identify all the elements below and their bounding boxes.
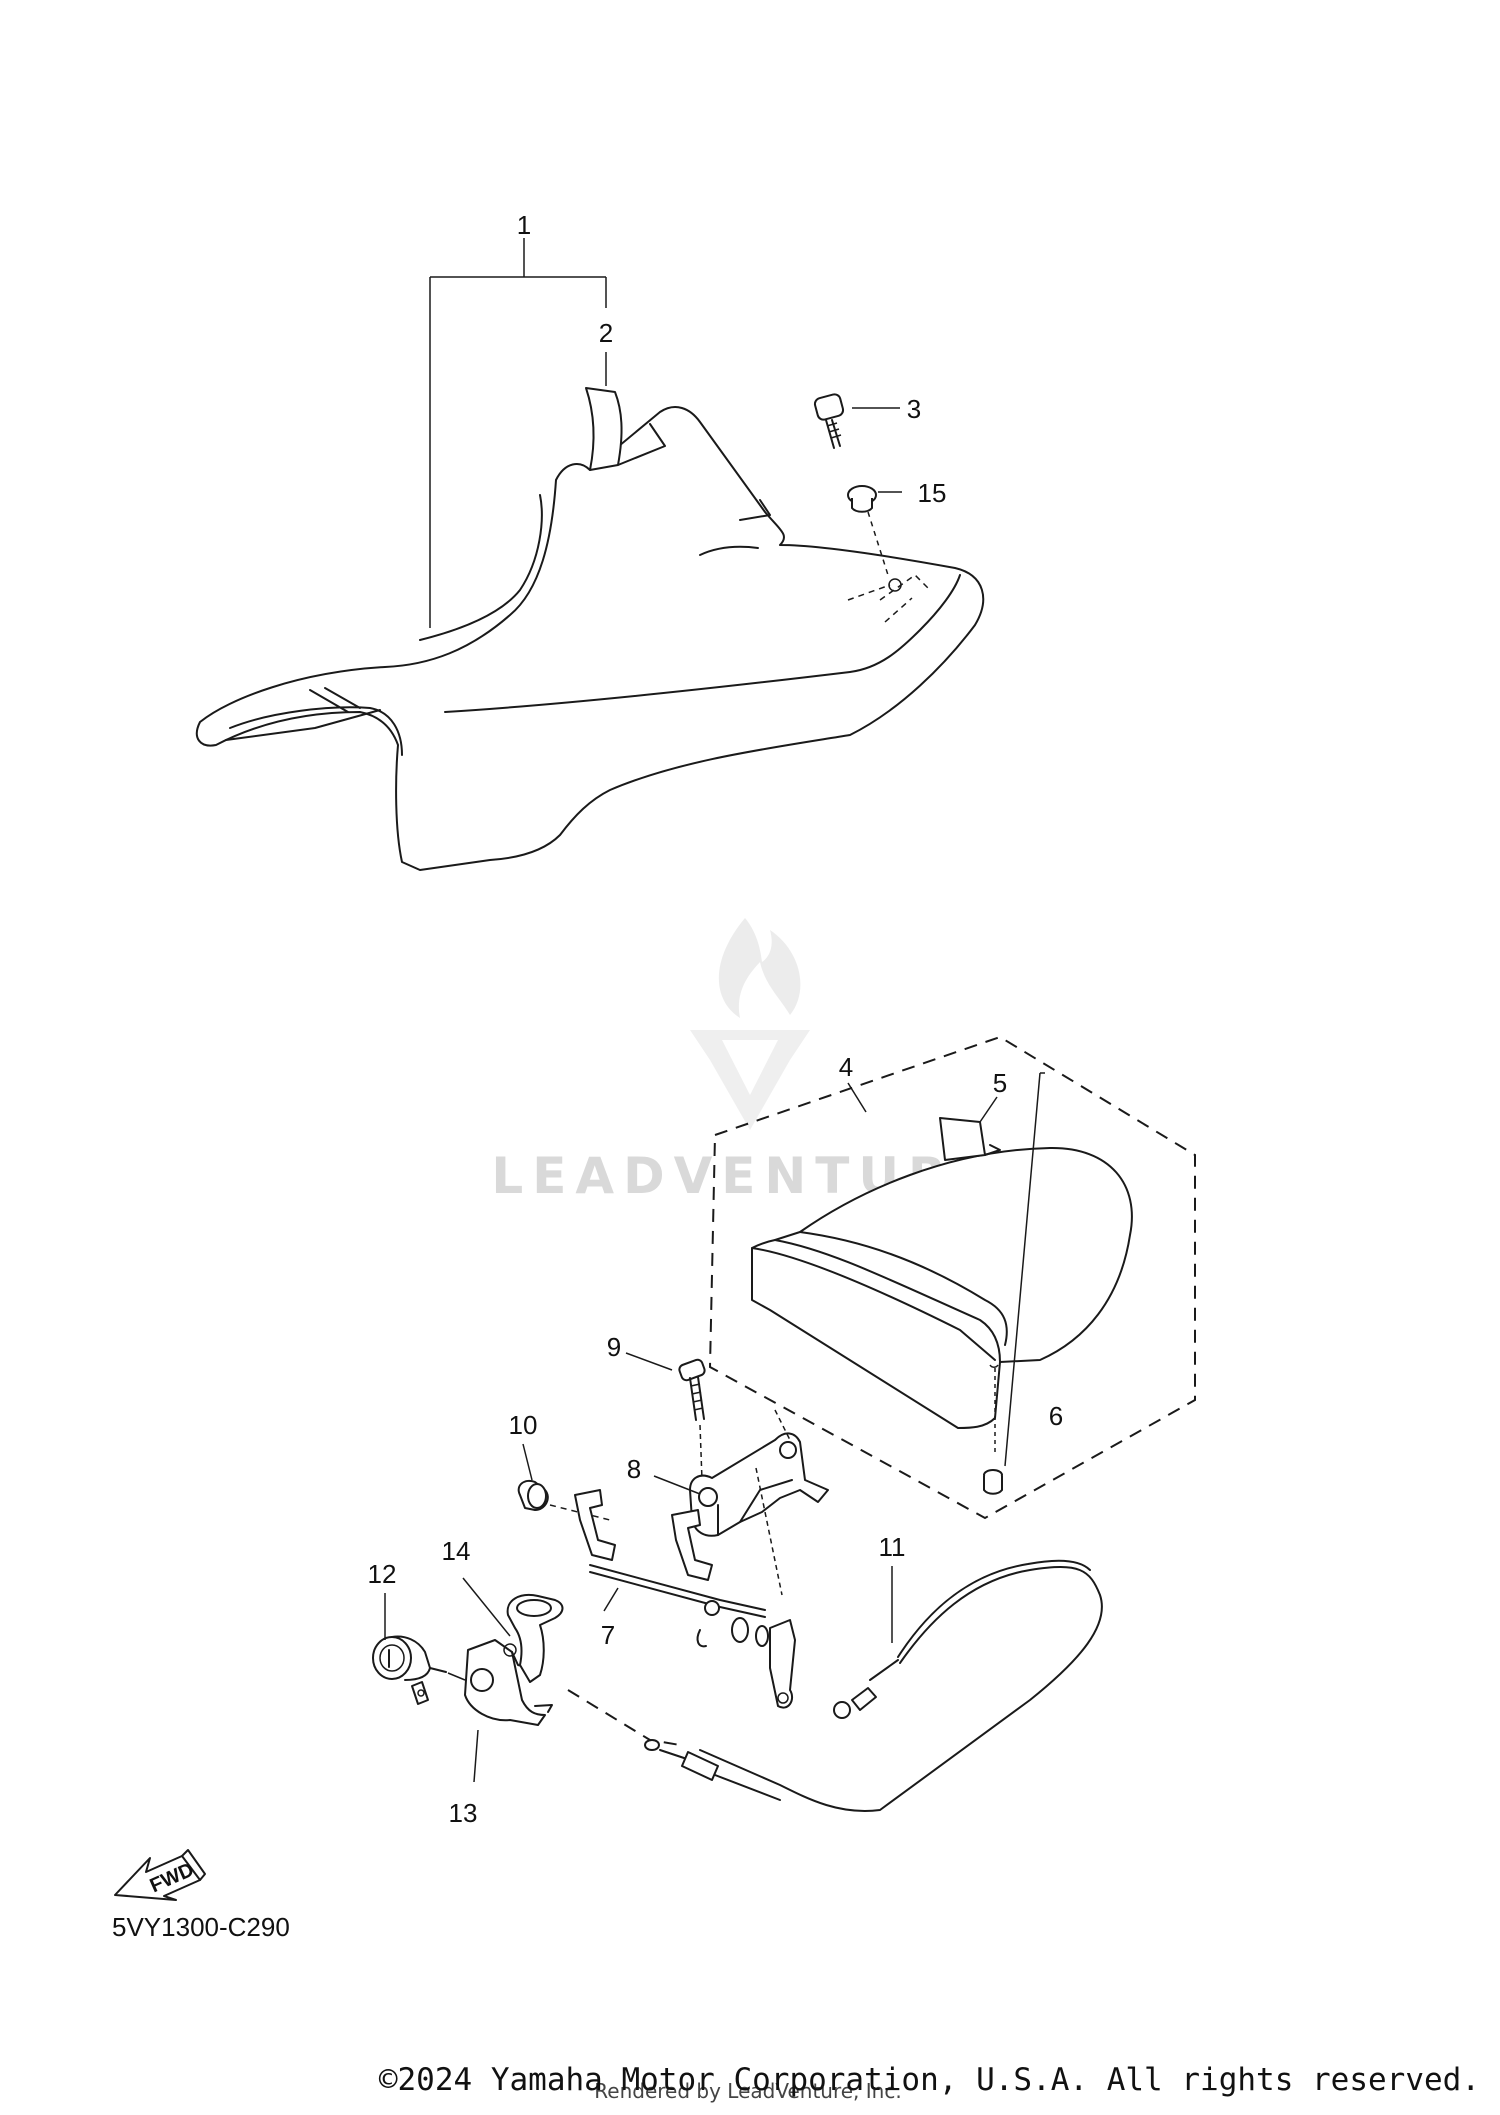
- callout-15: 15: [918, 478, 947, 508]
- key-cylinder-12-drawing: [372, 1635, 466, 1705]
- collar-10-drawing: [517, 1479, 611, 1521]
- callout-12: 12: [368, 1559, 397, 1589]
- fwd-arrow-icon: FWD: [114, 1849, 206, 1901]
- pillion-seat-drawing: [751, 1117, 1133, 1455]
- rendered-by-text: Rendered by LeadVenture, Inc.: [594, 2079, 901, 2103]
- lock-bracket-13-drawing: [464, 1639, 553, 1726]
- callout-10: 10: [509, 1410, 538, 1440]
- bolt-3-drawing: [813, 393, 845, 449]
- callout-1: 1: [517, 210, 531, 240]
- grommet-15-drawing: [847, 485, 877, 513]
- leadventure-watermark-logo: [690, 918, 810, 1130]
- callout-leaders: [384, 238, 1045, 1783]
- copyright-text: ©2024 Yamaha Motor Corporation, U.S.A. A…: [379, 2062, 1480, 2098]
- callout-2: 2: [599, 318, 613, 348]
- callout-4: 4: [839, 1052, 853, 1082]
- grommet-6-drawing: [983, 1469, 1003, 1495]
- rider-seat-drawing: [195, 387, 985, 871]
- callout-5: 5: [993, 1068, 1007, 1098]
- bolt-9-drawing: [678, 1358, 706, 1481]
- diagram-code: 5VY1300-C290: [112, 1912, 290, 1942]
- seat-lock-rod-7-drawing: [574, 1489, 796, 1709]
- cable-11-drawing: [567, 1559, 1103, 1812]
- callout-3: 3: [907, 394, 921, 424]
- lock-lever-14-drawing: [503, 1594, 564, 1683]
- callout-6: 6: [1049, 1401, 1063, 1431]
- callout-7: 7: [601, 1620, 615, 1650]
- callout-11: 11: [879, 1532, 906, 1562]
- callout-13: 13: [449, 1798, 478, 1828]
- callout-14: 14: [442, 1536, 471, 1566]
- callout-9: 9: [607, 1332, 621, 1362]
- callout-8: 8: [627, 1454, 641, 1484]
- pillion-seat-assembly-outline: [708, 1035, 1196, 1520]
- bracket-8-drawing: [689, 1409, 829, 1596]
